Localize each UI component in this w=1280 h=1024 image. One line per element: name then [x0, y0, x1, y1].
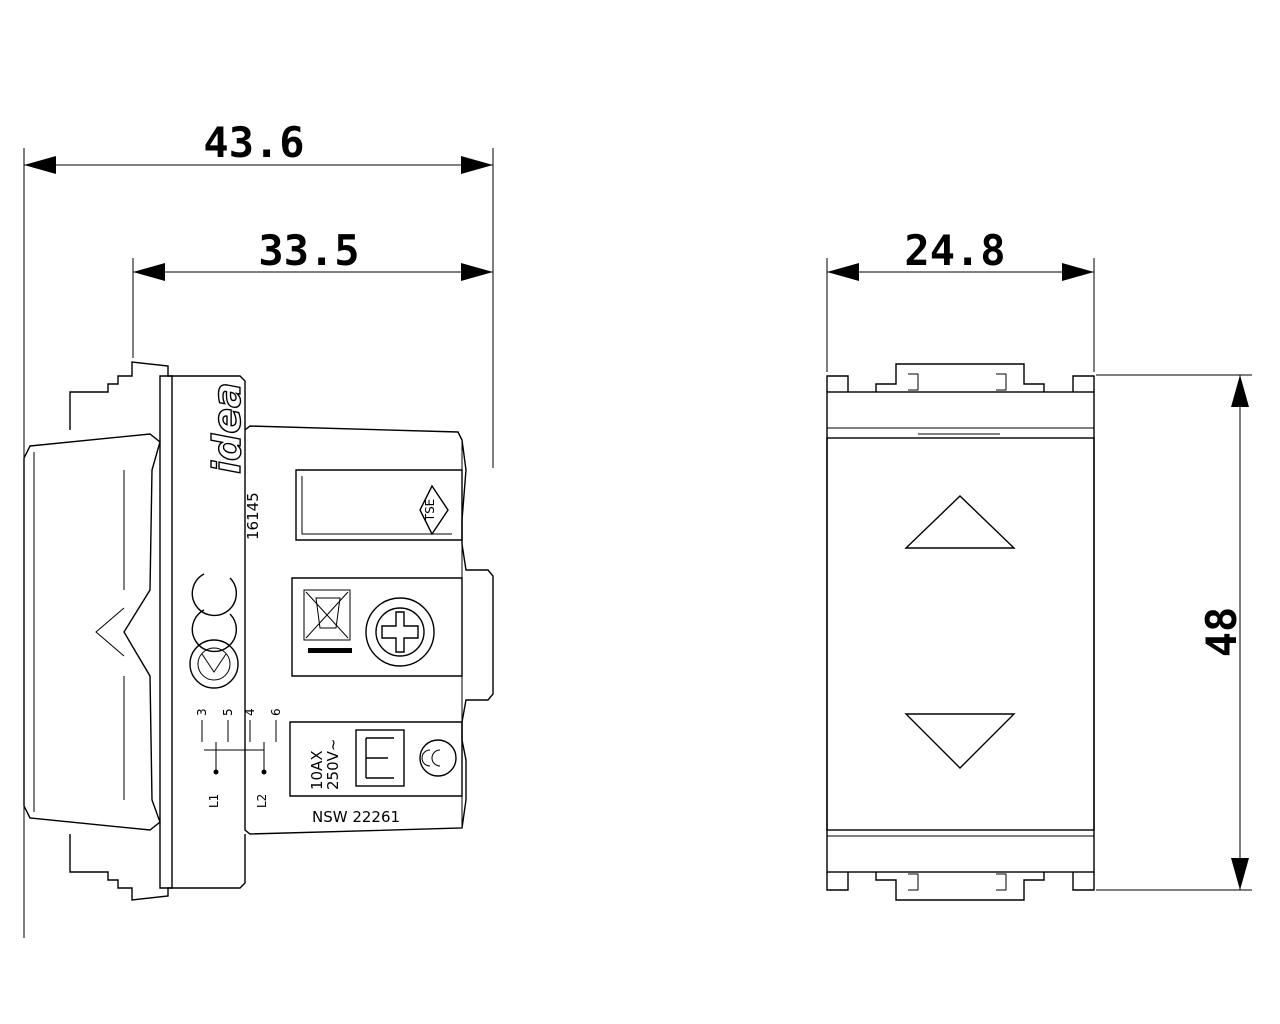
svg-text:5: 5 — [221, 708, 235, 716]
front-view — [826, 363, 1095, 901]
frame-body — [159, 375, 173, 889]
dimension-label-front-height: 48 — [1197, 607, 1246, 658]
ce-mark-icon — [191, 573, 237, 653]
terminal-window-middle — [291, 577, 463, 677]
model-code: NSW 22261 — [312, 808, 400, 826]
svg-text:idea: idea — [205, 382, 249, 474]
arrowhead-left — [133, 263, 165, 281]
svg-text:250V~: 250V~ — [324, 739, 342, 790]
dimension-label-front-width: 24.8 — [904, 226, 1005, 275]
dimension-label-body-depth: 33.5 — [258, 226, 359, 275]
terminal-window-bottom — [289, 721, 463, 797]
ratings-marking: 10AX 250V~ — [308, 739, 342, 790]
rocker-key-front — [826, 437, 1095, 831]
brand-logo: idea — [204, 382, 249, 475]
arrowhead-left — [827, 263, 859, 281]
arrowhead-right — [1062, 263, 1094, 281]
dimension-body-depth: 33.5 — [132, 226, 493, 358]
svg-text:3: 3 — [195, 708, 209, 716]
terminal-body — [244, 425, 494, 835]
wheelie-bin-icon — [303, 589, 352, 653]
mounting-claw-bottom — [69, 834, 246, 901]
svg-text:L2: L2 — [255, 794, 269, 808]
eac-mark — [355, 729, 405, 787]
arrow-up-icon — [904, 495, 1016, 549]
arrowhead-left — [24, 156, 56, 174]
article-code: 16145 — [244, 492, 262, 540]
svg-text:10AX: 10AX — [308, 750, 326, 790]
arrowhead-top — [1231, 375, 1249, 407]
wiring-diagram: 3 5 4 6 L1 L2 — [195, 708, 283, 808]
imq-logo-icon — [189, 639, 239, 689]
front-frame — [826, 391, 1095, 873]
dimension-front-width: 24.8 — [826, 226, 1095, 372]
arrowhead-bottom — [1231, 858, 1249, 890]
svg-text:L1: L1 — [207, 794, 221, 808]
imq-mark — [419, 739, 457, 777]
terminal-window-top — [295, 469, 463, 541]
tse-approval-mark: TSE — [419, 484, 449, 536]
dimension-label-overall-depth: 43.6 — [203, 118, 304, 167]
terminal-screw-icon — [365, 597, 435, 667]
mounting-claw-top — [69, 361, 246, 430]
arrowhead-right — [461, 156, 493, 174]
dimension-front-height: 48 — [1096, 374, 1252, 891]
rocker-key — [23, 433, 161, 831]
side-view: TSE 10AX 250V~ NSW 22261 — [23, 361, 494, 901]
svg-text:4: 4 — [243, 708, 257, 716]
arrow-down-icon — [904, 713, 1016, 769]
arrowhead-right — [461, 263, 493, 281]
svg-text:6: 6 — [269, 708, 283, 716]
svg-text:TSE: TSE — [423, 499, 437, 523]
